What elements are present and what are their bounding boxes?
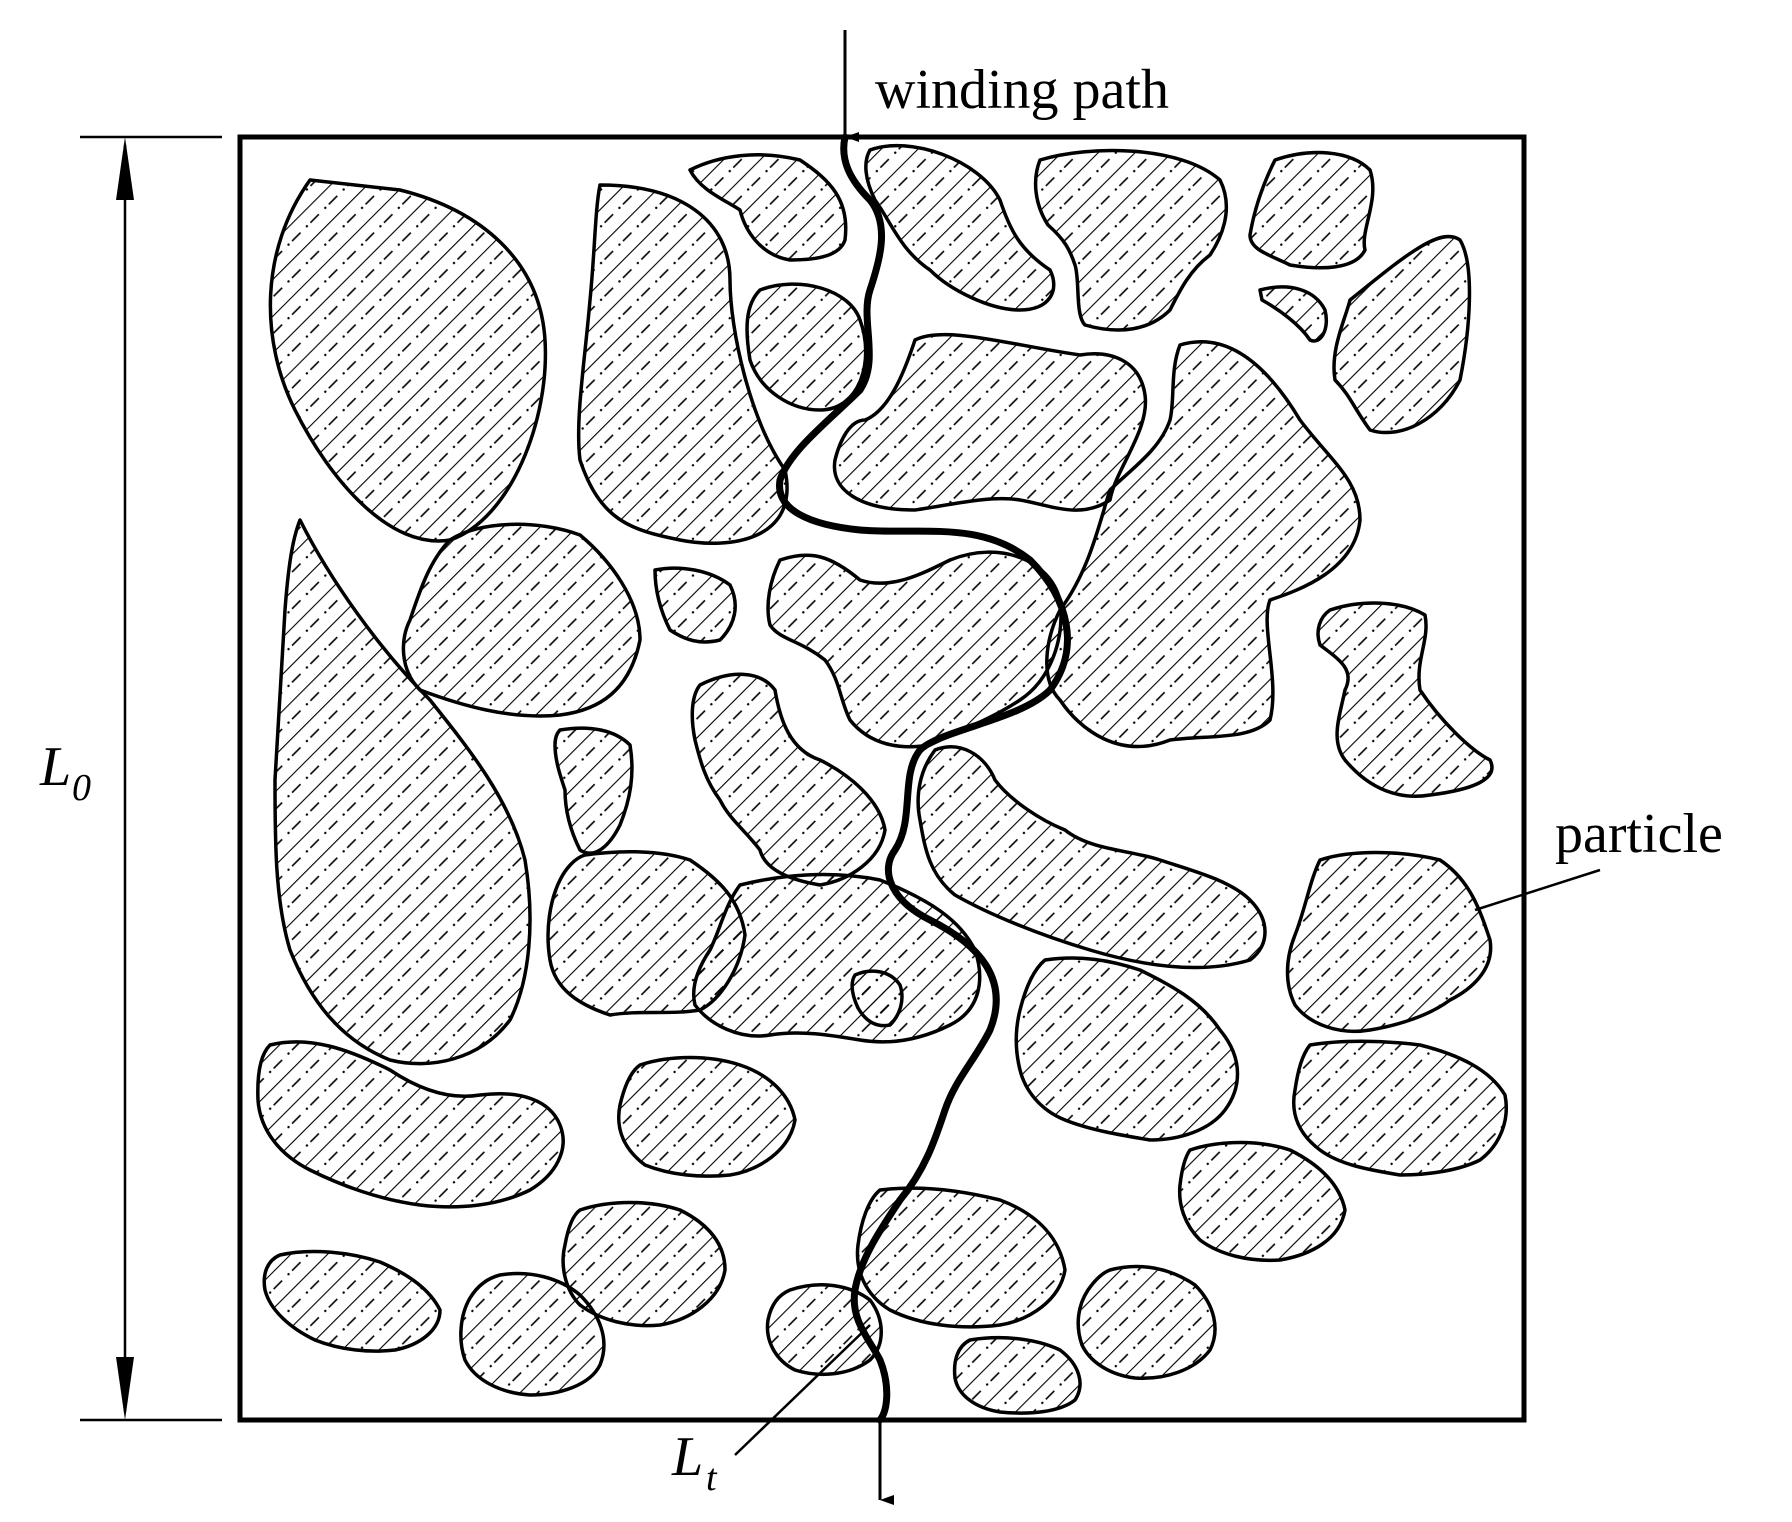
particle xyxy=(850,969,904,1028)
particle xyxy=(1332,234,1472,435)
particle xyxy=(553,726,634,855)
lt-leader-line xyxy=(734,1324,871,1456)
particle xyxy=(401,522,642,718)
particle xyxy=(692,872,982,1044)
svg-text:L: L xyxy=(39,736,71,798)
particle xyxy=(1285,850,1493,1033)
particle xyxy=(1033,148,1229,332)
particle xyxy=(268,178,548,543)
svg-text:t: t xyxy=(706,1457,718,1499)
particle xyxy=(653,566,737,644)
particle xyxy=(766,550,1063,749)
svg-text:L: L xyxy=(671,1426,703,1488)
particle xyxy=(855,1186,1067,1329)
particle xyxy=(1177,1140,1347,1263)
particle xyxy=(1014,956,1240,1142)
particle xyxy=(688,153,848,262)
particle xyxy=(832,332,1148,512)
particle xyxy=(745,282,868,412)
particle xyxy=(576,183,789,546)
particle xyxy=(561,1200,727,1328)
particle xyxy=(1258,285,1328,343)
particle xyxy=(864,143,1056,312)
particle xyxy=(952,1335,1082,1415)
particle xyxy=(273,518,532,1066)
svg-text:0: 0 xyxy=(72,767,91,809)
particle xyxy=(1045,340,1362,749)
particle xyxy=(1248,150,1375,270)
particle-leader-line xyxy=(1474,868,1601,912)
particle-label: particle xyxy=(1555,803,1723,865)
l0-dimension xyxy=(80,135,222,1422)
winding-path-line xyxy=(776,133,1071,1424)
particle xyxy=(617,1055,797,1178)
particle xyxy=(1292,1039,1508,1177)
lt-label: L t xyxy=(671,1426,718,1499)
l0-label: L 0 xyxy=(39,736,91,809)
particles xyxy=(256,143,1508,1415)
particle xyxy=(916,745,1267,970)
particle xyxy=(262,1249,442,1353)
particle xyxy=(459,1271,606,1397)
particle xyxy=(1076,1264,1217,1380)
particle xyxy=(256,1040,565,1209)
particle xyxy=(1316,601,1494,798)
winding-path-label: winding path xyxy=(875,59,1169,121)
